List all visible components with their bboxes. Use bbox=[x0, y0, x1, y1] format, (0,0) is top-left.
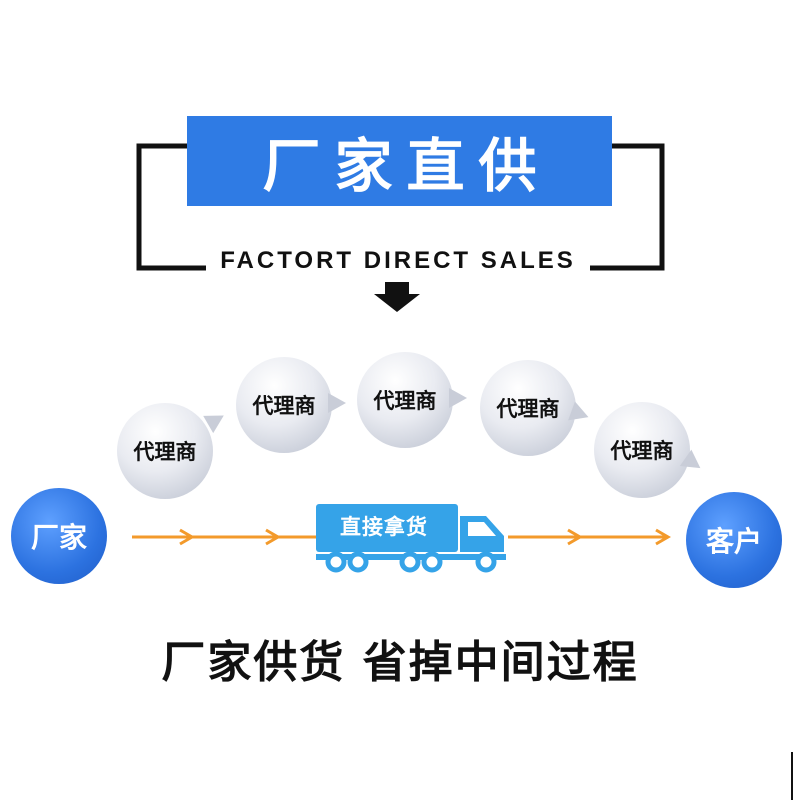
bubble-tail-icon bbox=[328, 393, 346, 413]
customer-circle: 客户 bbox=[686, 492, 782, 588]
agent-bubble-5: 代理商 bbox=[594, 402, 690, 498]
edge-divider bbox=[791, 752, 793, 800]
agent-bubble-1: 代理商 bbox=[117, 403, 213, 499]
agent-label: 代理商 bbox=[610, 439, 674, 463]
agent-label: 代理商 bbox=[133, 440, 197, 464]
agent-bubble-2: 代理商 bbox=[236, 357, 332, 453]
slogan-text: 厂家供货 省掉中间过程 bbox=[161, 637, 639, 688]
page-title: 厂家直供 bbox=[262, 132, 551, 200]
header-frame bbox=[136, 143, 665, 271]
factory-circle: 厂家 bbox=[11, 488, 107, 584]
agent-bubble-3: 代理商 bbox=[357, 352, 453, 448]
page-title-banner: 厂家直供 bbox=[187, 116, 612, 206]
truck-icon bbox=[316, 504, 506, 573]
agent-label: 代理商 bbox=[496, 397, 560, 421]
factory-label: 厂家 bbox=[30, 521, 87, 554]
agent-label: 代理商 bbox=[373, 389, 437, 413]
down-arrow-icon bbox=[374, 282, 420, 312]
customer-label: 客户 bbox=[705, 525, 762, 558]
truck-label: 直接拿货 bbox=[340, 515, 428, 539]
agent-label: 代理商 bbox=[252, 394, 316, 418]
page-subtitle: FACTORT DIRECT SALES bbox=[206, 244, 590, 278]
bubble-tail-icon bbox=[449, 388, 467, 408]
agent-bubble-4: 代理商 bbox=[480, 360, 576, 456]
